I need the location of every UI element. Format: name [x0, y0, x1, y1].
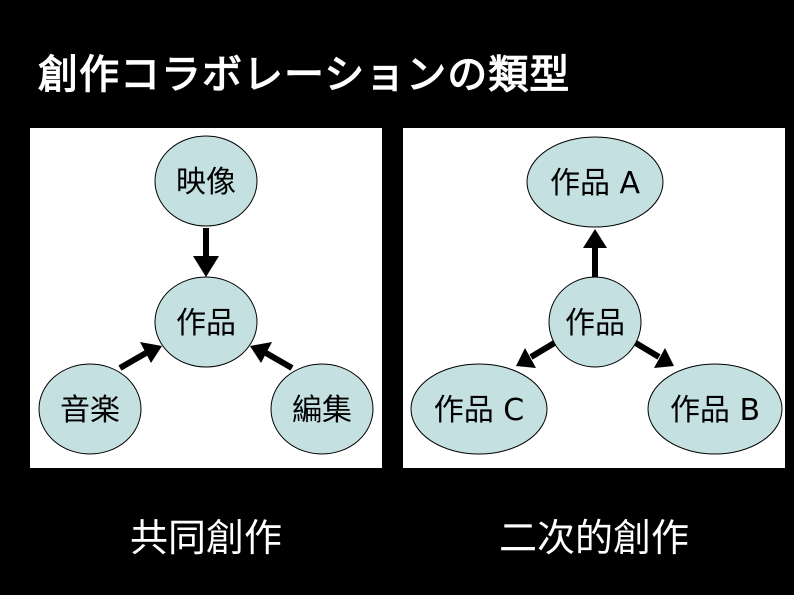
- arrow-work-to-work-b: [632, 339, 674, 368]
- collaboration-diagram-panel: 作品 映像 音楽 編集: [30, 128, 382, 468]
- node-video: 映像: [154, 135, 258, 227]
- node-video-label: 映像: [176, 165, 236, 200]
- node-work-label: 作品: [176, 306, 236, 341]
- arrow-editing-to-work: [250, 342, 294, 371]
- node-music-label: 音楽: [60, 393, 120, 428]
- node-work-a-label: 作品 A: [550, 166, 641, 201]
- node-work-b-label: 作品 B: [670, 393, 760, 428]
- node-work: 作品: [548, 276, 642, 368]
- node-music: 音楽: [38, 363, 142, 455]
- caption-derivative-creation: 二次的創作: [498, 516, 689, 560]
- derivative-diagram: 作品 作品 A 作品 C 作品 B: [410, 136, 783, 455]
- arrow-work-to-work-c: [516, 339, 558, 368]
- collaboration-diagram: 作品 映像 音楽 編集: [38, 135, 374, 455]
- node-work-a: 作品 A: [526, 136, 664, 228]
- node-editing: 編集: [270, 363, 374, 455]
- caption-joint-creation: 共同創作: [129, 516, 282, 560]
- node-editing-label: 編集: [292, 393, 352, 428]
- arrow-work-to-work-a: [583, 229, 607, 278]
- arrow-music-to-work: [118, 342, 162, 371]
- node-work-label: 作品: [565, 306, 625, 341]
- node-work-b: 作品 B: [647, 363, 783, 455]
- node-work: 作品: [154, 276, 258, 368]
- derivative-diagram-panel: 作品 作品 A 作品 C 作品 B: [403, 128, 785, 468]
- node-work-c-label: 作品 C: [434, 393, 524, 428]
- page-title: 創作コラボレーションの類型: [38, 52, 571, 98]
- arrow-video-to-work: [193, 228, 219, 277]
- node-work-c: 作品 C: [410, 363, 548, 455]
